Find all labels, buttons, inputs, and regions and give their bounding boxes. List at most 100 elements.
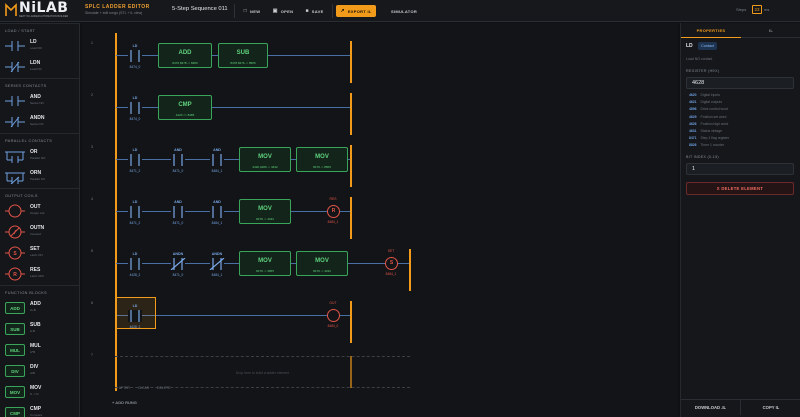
delete-element-button[interactable]: X DELETE ELEMENT bbox=[686, 182, 794, 195]
steps-input[interactable]: 23 bbox=[752, 5, 762, 14]
tab-il[interactable]: IL bbox=[741, 23, 800, 38]
open-button[interactable]: ▣ OPEN bbox=[268, 5, 298, 17]
palette-item-desc: A-B bbox=[30, 329, 36, 333]
rung-insert-button[interactable]: + AFTER bbox=[116, 386, 130, 390]
rung-footer: + AFTER CLEAR DELETE bbox=[116, 386, 170, 390]
register-address: 4626 bbox=[689, 121, 697, 126]
coil-set[interactable]: S bbox=[385, 257, 398, 270]
empty-rung-dropzone[interactable]: Drop here to build a ladder element bbox=[115, 356, 410, 388]
svg-text:MOV: MOV bbox=[10, 390, 20, 395]
tab-properties[interactable]: PROPERTIES bbox=[681, 23, 741, 38]
save-icon: ■ bbox=[305, 8, 309, 14]
new-button[interactable]: □ NEW bbox=[238, 5, 266, 17]
element-badge: Contact bbox=[698, 42, 718, 50]
palette-item-name: ANDN bbox=[30, 115, 45, 121]
right-power-rail bbox=[350, 93, 352, 135]
toolbar-divider bbox=[332, 4, 333, 18]
export-il-button[interactable]: ↗ EXPORT IL bbox=[336, 5, 376, 17]
palette-item-desc: A+B bbox=[30, 308, 36, 312]
block-name: SUB bbox=[236, 50, 250, 56]
contact-symbol-icon bbox=[123, 257, 147, 270]
block-name: MOV bbox=[258, 206, 272, 212]
contact-address: 8471_0 bbox=[172, 273, 184, 277]
sequence-name[interactable]: 5-Step Sequence 011 bbox=[172, 6, 228, 12]
svg-text:MUL: MUL bbox=[10, 348, 20, 353]
add-rung-button[interactable]: + ADD RUNG bbox=[112, 400, 137, 405]
contact-label: LD bbox=[132, 304, 138, 308]
rung-delete-button[interactable]: DELETE bbox=[157, 386, 171, 390]
nc-glyph-icon bbox=[5, 60, 25, 73]
copy-il-button[interactable]: COPY IL bbox=[741, 399, 800, 415]
palette-item-name: ADD bbox=[30, 301, 41, 307]
contact-label: AND bbox=[213, 148, 221, 152]
fb-glyph-icon: DIV bbox=[5, 364, 25, 377]
palette-item-name: OUT bbox=[30, 204, 41, 210]
parn-glyph-icon bbox=[5, 170, 25, 185]
download-il-button[interactable]: DOWNLOAD .IL bbox=[681, 399, 741, 415]
coil-out[interactable] bbox=[327, 309, 340, 322]
contact-label: LD bbox=[132, 200, 138, 204]
bit-index-input[interactable]: 1 bbox=[686, 163, 794, 175]
palette-item-desc: A/B bbox=[30, 371, 35, 375]
app-subtitle: Simulate + edit rungs (STL + IL view) bbox=[85, 11, 143, 15]
coil-address: 8484_0 bbox=[327, 324, 339, 328]
palette-item-desc: Compare bbox=[30, 413, 43, 417]
register-label: REGISTER (HEX) bbox=[686, 69, 720, 73]
fb-glyph-icon: CMP bbox=[5, 406, 25, 417]
element-description: Load NO contact bbox=[686, 57, 713, 61]
coil-address: 8484_1 bbox=[385, 272, 397, 276]
simulator-button[interactable]: SIMULATOR bbox=[384, 5, 424, 17]
coil-res[interactable]: R bbox=[327, 205, 340, 218]
save-button[interactable]: ■ SAVE bbox=[300, 5, 329, 17]
rung-clear-button[interactable]: CLEAR bbox=[137, 386, 150, 390]
right-power-rail bbox=[350, 356, 352, 388]
register-input[interactable]: 4628 bbox=[686, 77, 794, 89]
svg-text:DIV: DIV bbox=[11, 369, 19, 374]
